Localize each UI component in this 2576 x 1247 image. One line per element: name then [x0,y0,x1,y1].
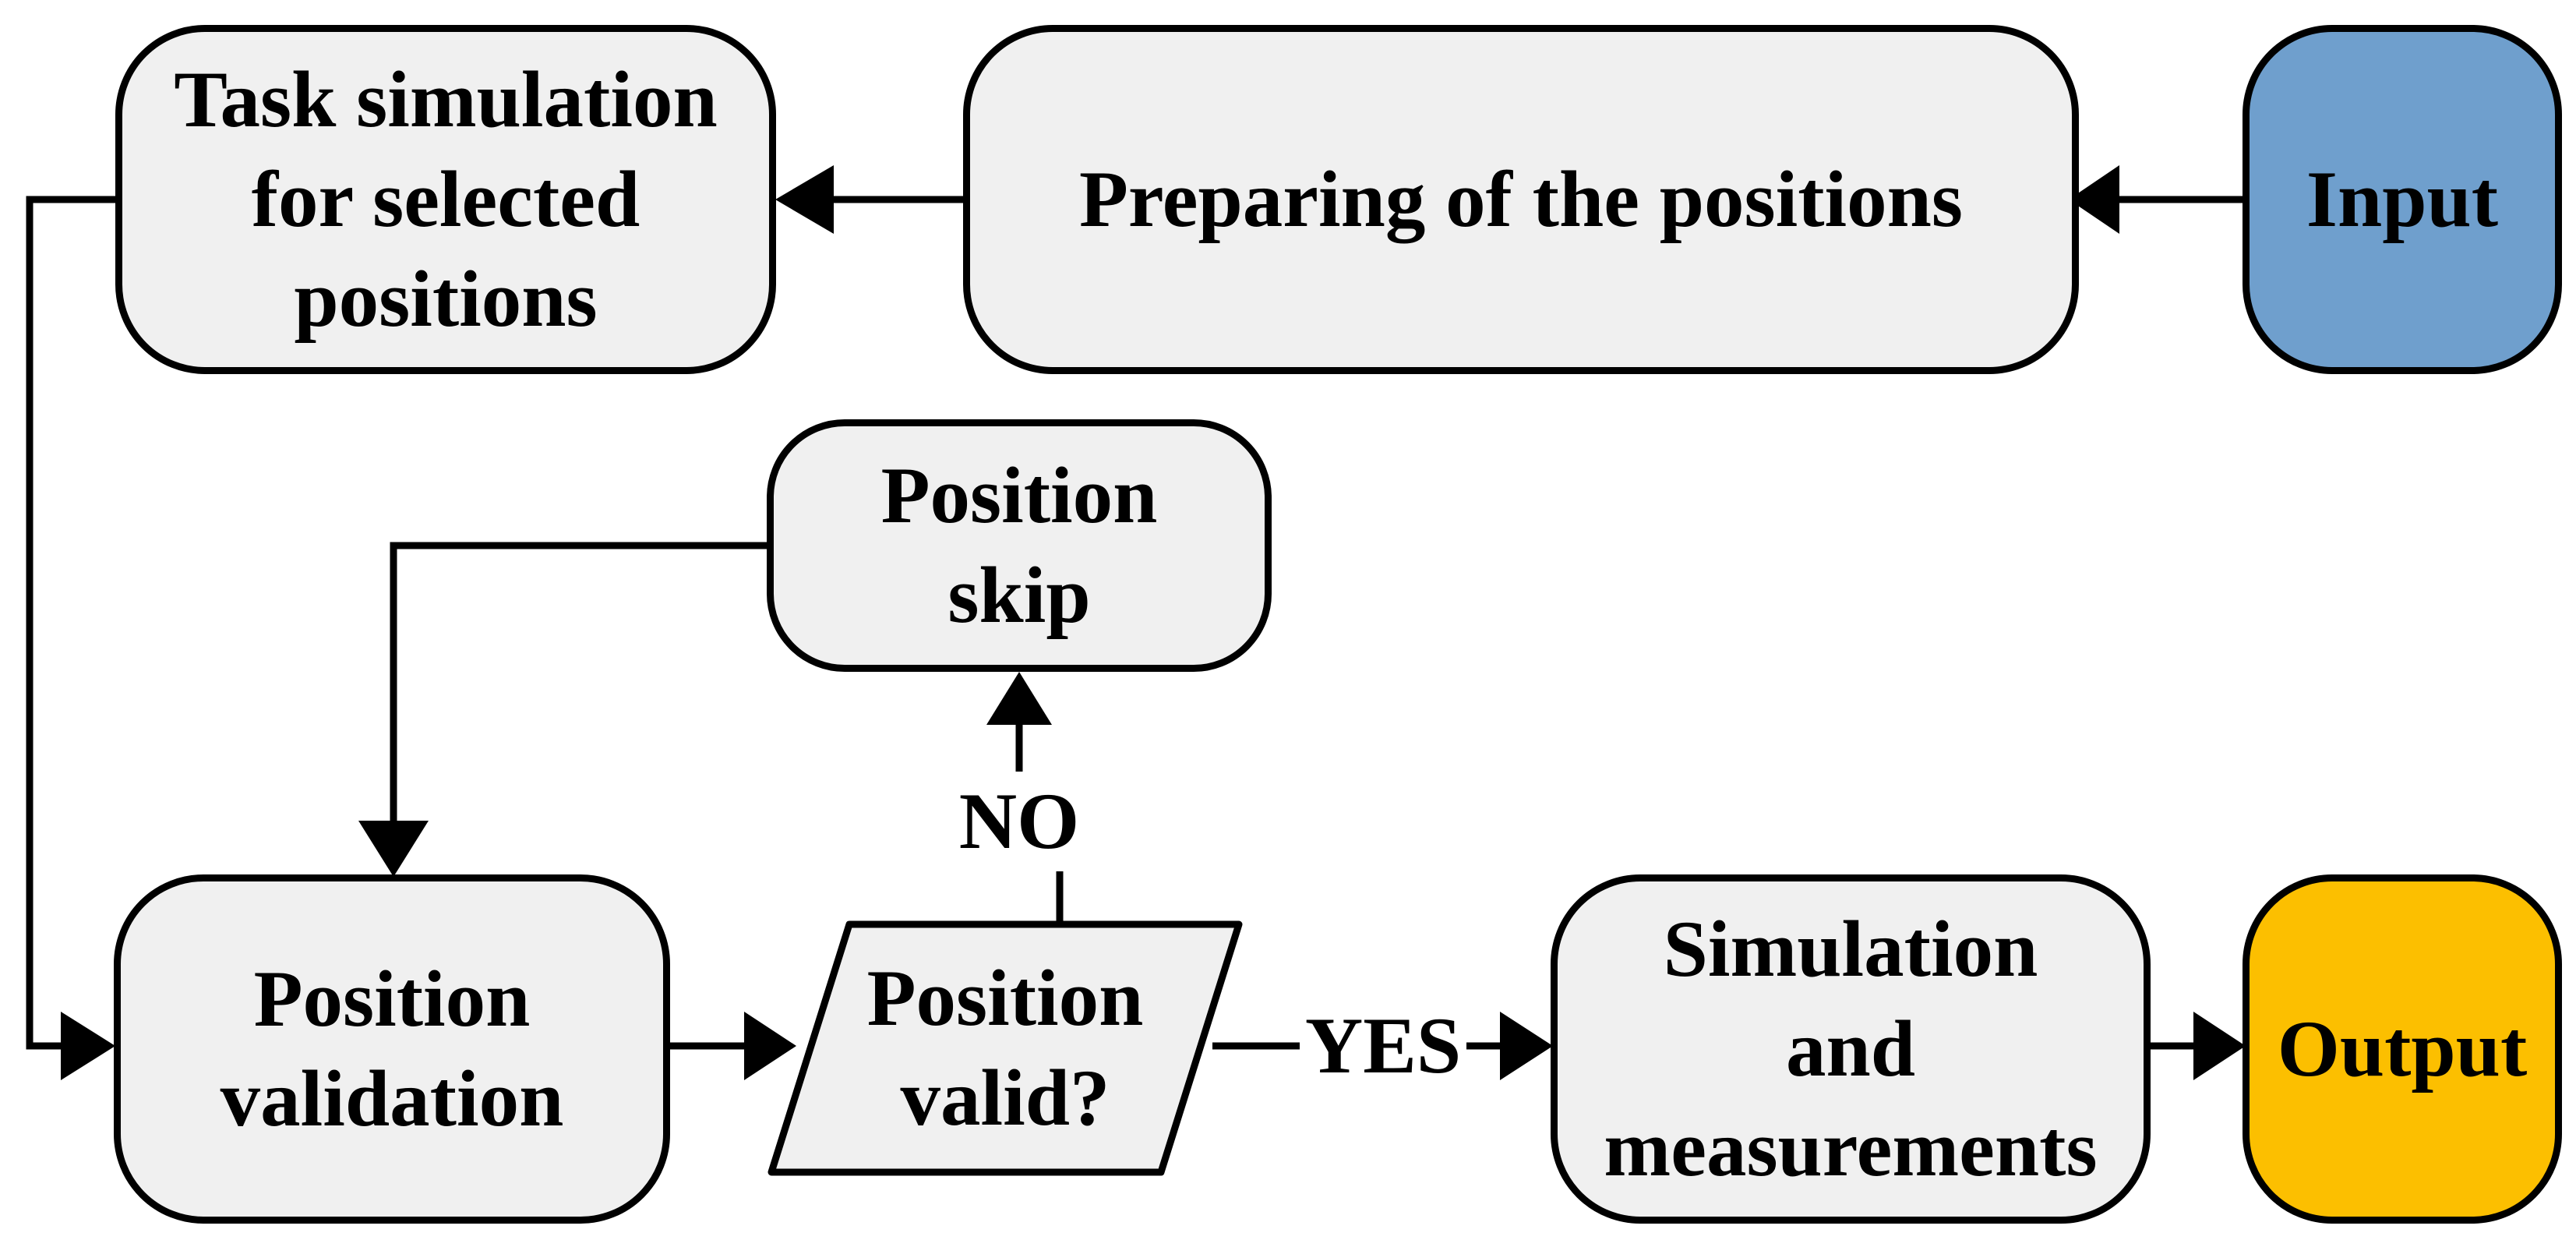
edge-label-yes: YES [1300,996,1466,1096]
node-preparing-label: Preparing of the positions [1078,155,1963,244]
node-input: Input [2243,25,2562,374]
arrowhead-output [2193,1012,2246,1080]
edge-label-no-text: NO [958,777,1080,866]
edge-skip-to-validation [390,542,770,826]
node-input-label: Input [2306,155,2499,244]
node-output: Output [2243,874,2562,1224]
node-position-validation: Position validation [114,874,670,1224]
node-position-skip: Position skip [767,419,1272,672]
edge-label-yes-text: YES [1304,1001,1462,1090]
arrowhead-simulation [1500,1012,1553,1080]
node-position-skip-label: Position skip [880,451,1158,640]
arrowhead-decision [744,1012,796,1080]
decision-shape [768,920,1243,1176]
edge-task-to-validation [26,196,117,1050]
arrowhead-preparing [2069,165,2119,234]
arrowhead-validation-top [358,821,429,877]
edge-label-no: NO [949,772,1089,871]
arrowhead-validation-left [61,1012,115,1080]
arrowhead-task [775,165,834,234]
node-task-simulation: Task simulation for selected positions [115,25,776,374]
node-position-valid: Position valid? [810,924,1200,1172]
arrowhead-skip [986,672,1052,725]
node-position-valid-label: Position valid? [866,954,1144,1143]
node-simulation-label: Simulation and measurements [1604,905,2098,1193]
node-position-validation-label: Position validation [220,955,564,1143]
node-task-simulation-label: Task simulation for selected positions [174,55,718,344]
node-output-label: Output [2277,1005,2528,1093]
node-simulation: Simulation and measurements [1551,874,2151,1224]
node-preparing: Preparing of the positions [963,25,2079,374]
